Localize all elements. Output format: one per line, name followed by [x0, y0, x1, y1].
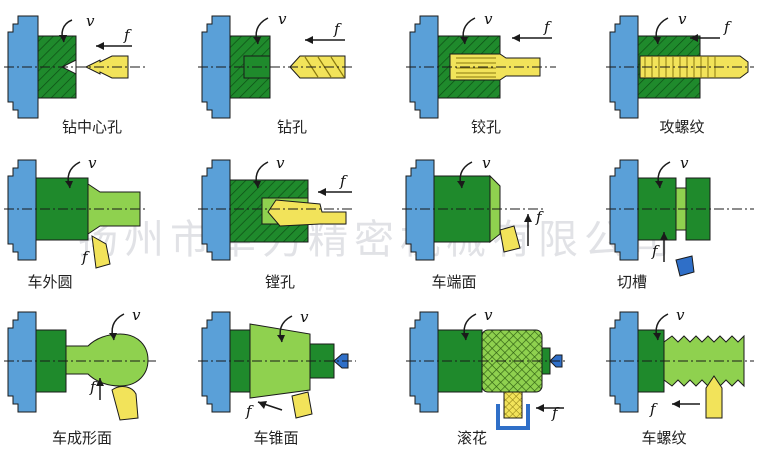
chuck — [609, 311, 639, 413]
symbol-labels: v f v f v f v f v f v f v f v f v f v f … — [81, 10, 732, 422]
speed-symbol: v — [676, 306, 685, 324]
chuck — [405, 159, 435, 261]
caption-taper: 车锥面 — [253, 429, 298, 447]
threading-tool — [705, 375, 723, 419]
feed-symbol: f — [123, 26, 132, 44]
feed-symbol: f — [535, 208, 544, 226]
form-tool — [111, 386, 139, 421]
caption-knurl: 滚花 — [457, 429, 487, 447]
chuck — [409, 311, 439, 413]
op-bore — [201, 159, 352, 261]
speed-symbol: v — [88, 154, 97, 172]
formed-profile — [65, 333, 149, 387]
chuck — [7, 311, 37, 413]
knurling-holder — [496, 404, 530, 430]
speed-symbol: v — [678, 10, 687, 28]
feed-symbol: f — [649, 400, 658, 418]
op-form — [7, 311, 149, 421]
feed-symbol: f — [723, 18, 732, 36]
speed-symbol: v — [300, 308, 309, 326]
feed-symbol: f — [245, 402, 254, 420]
caption-center-drill: 钻中心孔 — [62, 118, 122, 136]
centerlines — [4, 66, 754, 362]
op-knurl — [409, 311, 564, 430]
op-center-drill — [7, 15, 132, 119]
op-taper — [201, 311, 349, 419]
caption-form: 车成形面 — [52, 429, 112, 447]
speed-symbol: v — [484, 306, 493, 324]
chuck — [7, 159, 37, 261]
chuck — [201, 159, 231, 261]
caption-face: 车端面 — [431, 273, 476, 291]
caption-thread: 车螺纹 — [641, 429, 686, 447]
twist-drill-tool — [289, 55, 346, 79]
feed-symbol: f — [333, 20, 342, 38]
feed-symbol: f — [89, 378, 98, 396]
feed-symbol: f — [651, 242, 660, 260]
speed-symbol: v — [680, 154, 689, 172]
caption-drill: 钻孔 — [277, 118, 307, 136]
boring-tool — [267, 199, 347, 227]
speed-symbol: v — [132, 306, 141, 324]
facing-tool — [499, 225, 521, 253]
grooving-tool — [675, 255, 695, 277]
speed-symbol: v — [86, 12, 95, 30]
captions: 钻中心孔 钻孔 铰孔 攻螺纹 车外圆 镗孔 车端面 切槽 车成形面 车锥面 滚花… — [27, 118, 704, 447]
knurling-wheel — [503, 391, 523, 419]
speed-symbol: v — [278, 10, 287, 28]
feed-symbol: f — [543, 18, 552, 36]
turning-tool — [91, 235, 111, 269]
caption-bore: 镗孔 — [265, 273, 295, 291]
feed-symbol: f — [81, 248, 90, 266]
caption-ream: 铰孔 — [471, 118, 501, 136]
caption-groove: 切槽 — [617, 273, 647, 291]
speed-symbol: v — [482, 154, 491, 172]
caption-tap: 攻螺纹 — [659, 118, 704, 136]
op-thread — [609, 311, 745, 419]
feed-symbol: f — [551, 404, 560, 422]
feed-symbol: f — [339, 172, 348, 190]
chuck — [201, 311, 231, 413]
speed-symbol: v — [484, 10, 493, 28]
speed-symbol: v — [276, 154, 285, 172]
watermark-text: 扬州市卓力精密机械有限公司 — [78, 217, 676, 263]
caption-turn-od: 车外圆 — [27, 273, 72, 291]
chuck — [609, 159, 639, 261]
taper-tool — [291, 391, 313, 419]
